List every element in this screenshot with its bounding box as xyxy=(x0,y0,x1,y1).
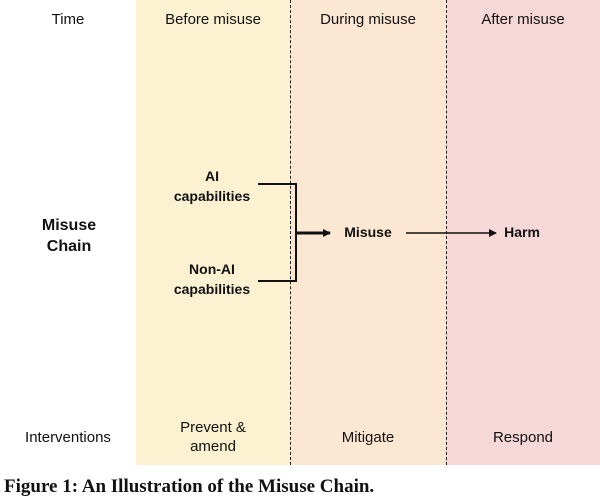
non-ai-capabilities-node: Non-AI capabilities xyxy=(150,259,274,299)
capabilities-bracket xyxy=(258,183,297,282)
misuse-node: Misuse xyxy=(344,224,392,240)
interventions-label: Interventions xyxy=(25,429,111,446)
respond-intervention: Respond xyxy=(492,429,554,446)
time-header: Time xyxy=(51,11,85,28)
divider-before-during xyxy=(290,0,291,465)
harm-node: Harm xyxy=(504,224,540,240)
ai-capabilities-node: AI capabilities xyxy=(150,166,274,206)
figure-caption: Figure 1: An Illustration of the Misuse … xyxy=(4,476,375,497)
after-misuse-header: After misuse xyxy=(481,11,565,28)
ai-capabilities-line2: capabilities xyxy=(173,188,251,204)
prevent-amend-line2: amend xyxy=(190,438,236,455)
misuse-chain-label-line1: Misuse xyxy=(41,217,97,234)
non-ai-capabilities-line1: Non-AI xyxy=(189,261,235,277)
misuse-chain-label-line2: Chain xyxy=(46,238,92,255)
during-misuse-header: During misuse xyxy=(320,11,416,28)
prevent-amend-line1: Prevent & xyxy=(180,419,246,436)
misuse-chain-label: Misuse Chain xyxy=(0,215,138,257)
before-misuse-band xyxy=(136,0,290,465)
ai-capabilities-line1: AI xyxy=(205,168,219,184)
before-misuse-header: Before misuse xyxy=(165,11,261,28)
non-ai-capabilities-line2: capabilities xyxy=(173,281,251,297)
prevent-amend-intervention: Prevent & amend xyxy=(136,418,290,456)
mitigate-intervention: Mitigate xyxy=(341,429,395,446)
